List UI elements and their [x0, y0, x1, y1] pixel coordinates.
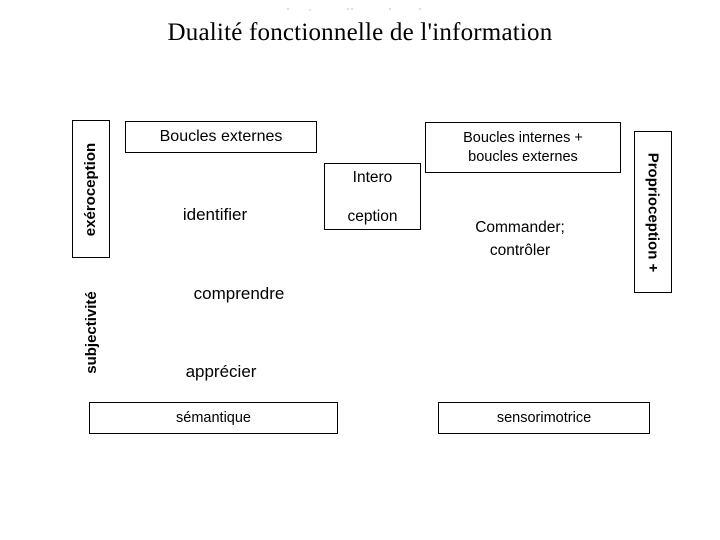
footer-box-semantique-label: sémantique: [176, 410, 251, 426]
center-box-interoception: Intero ception: [324, 163, 421, 230]
axis-label-proprioception-text: Proprioception +: [644, 152, 662, 272]
footer-box-semantique: sémantique: [89, 402, 338, 434]
header-box-boucles-internes: Boucles internes + boucles externes: [425, 122, 621, 173]
axis-label-proprioception: Proprioception +: [634, 131, 672, 293]
axis-label-subjectivite-text: subjectivité: [82, 290, 100, 374]
header-box-boucles-internes-label: Boucles internes + boucles externes: [463, 129, 583, 165]
axis-label-subjectivite: subjectivité: [74, 272, 108, 392]
footer-box-sensorimotrice: sensorimotrice: [438, 402, 650, 434]
axis-label-exeroception: exéroception: [72, 120, 110, 258]
function-label-identifier: identifier: [182, 205, 248, 224]
header-box-boucles-externes: Boucles externes: [125, 121, 317, 153]
footer-box-sensorimotrice-label: sensorimotrice: [496, 410, 592, 426]
function-label-commander-controler: Commander; contrôler: [475, 219, 565, 259]
function-label-comprendre: comprendre: [193, 284, 285, 303]
page-title: Dualité fonctionnelle de l'information: [167, 19, 553, 46]
axis-label-exeroception-text: exéroception: [82, 142, 100, 236]
center-box-interoception-label: Intero ception: [347, 168, 398, 225]
header-box-boucles-externes-label: Boucles externes: [159, 128, 283, 145]
function-label-apprecier: apprécier: [185, 362, 257, 381]
scan-speckle-artifact: [286, 4, 436, 13]
